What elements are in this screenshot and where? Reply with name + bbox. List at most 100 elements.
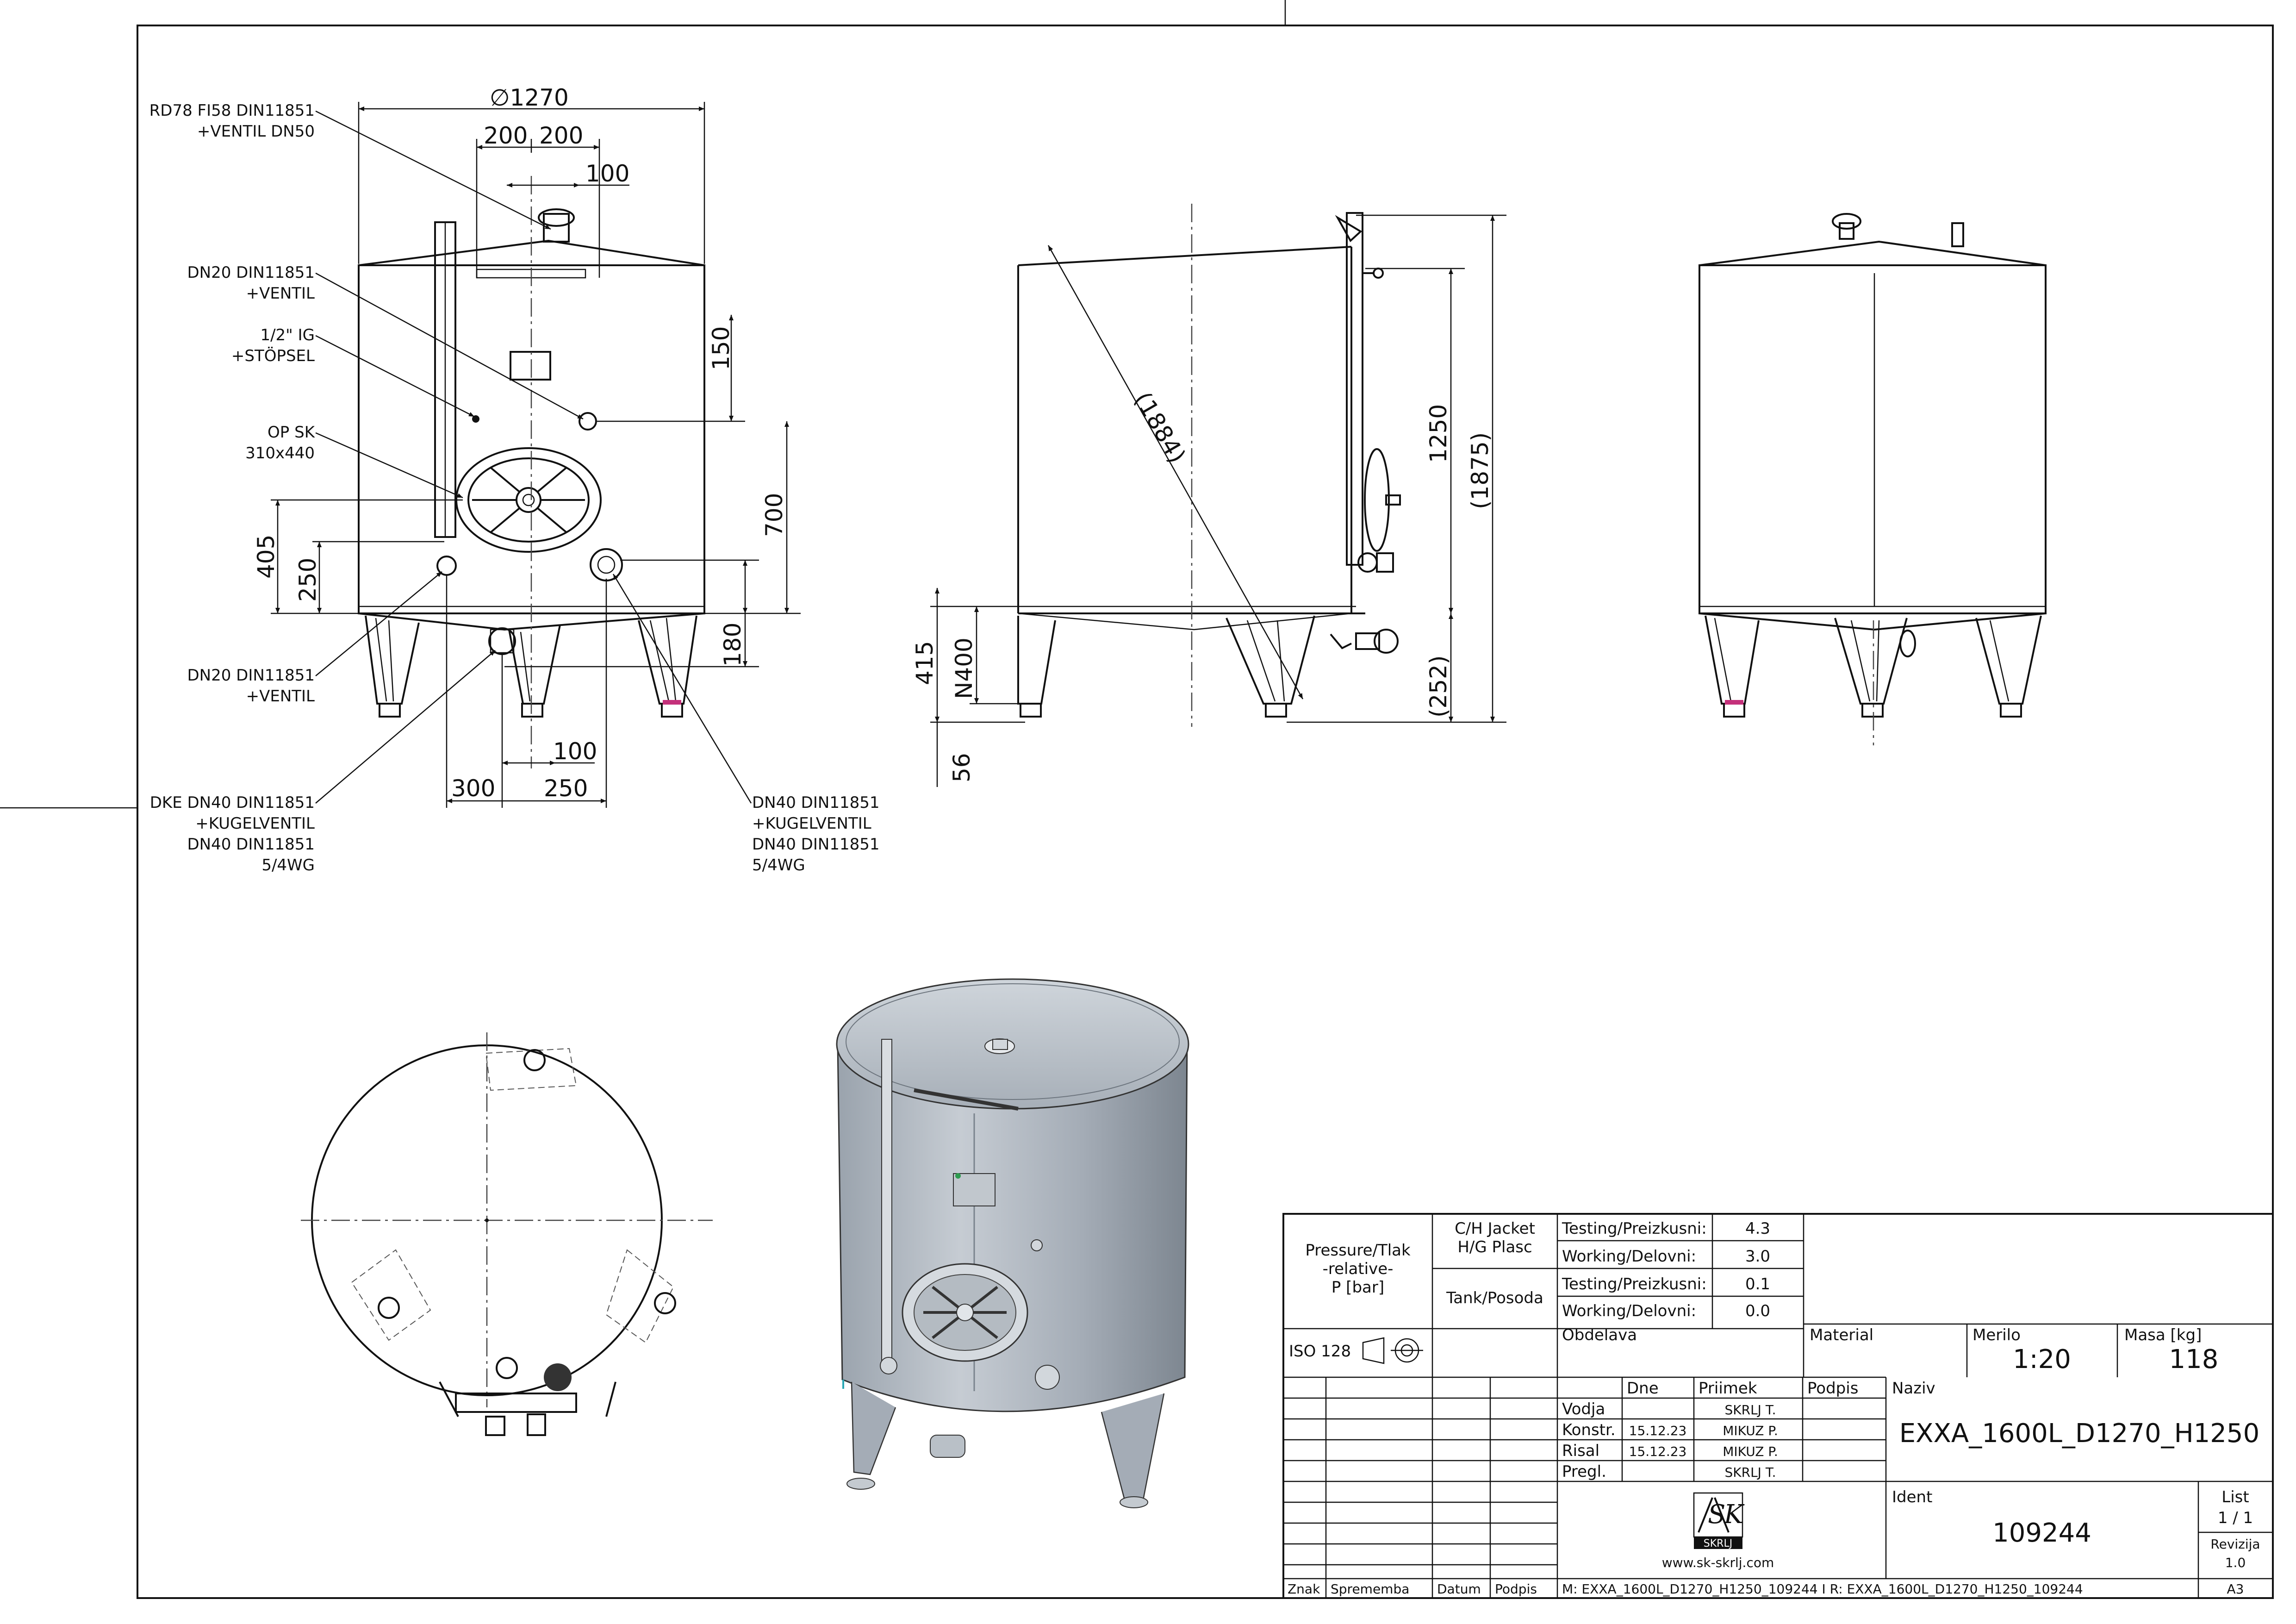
dim-diameter: ∅1270: [490, 84, 569, 111]
callout-dke-3: DN40 DIN11851: [187, 835, 315, 854]
dim-offset-left: 200: [484, 122, 528, 149]
model-reference: M: EXXA_1600L_D1270_H1250_109244 I R: EX…: [1562, 1581, 2083, 1597]
side-view: (1884) 1250 (1875) (252) 415 N400 56: [911, 204, 1506, 787]
dim-150: 150: [708, 326, 734, 370]
naziv-label: Naziv: [1892, 1379, 1935, 1398]
front-view: [358, 176, 705, 768]
obdelava-label: Obdelava: [1562, 1326, 1637, 1344]
title-block: Pressure/Tlak -relative- P [bar] C/H Jac…: [1282, 1213, 2274, 1599]
dim-offset-right: 200: [539, 122, 583, 149]
vodja-name: SKRLJ T.: [1724, 1402, 1776, 1418]
revizija-value: 1.0: [2225, 1555, 2246, 1570]
callout-ig-1: 1/2" IG: [260, 326, 315, 344]
list-value: 1 / 1: [2218, 1509, 2253, 1527]
pregl-label: Pregl.: [1562, 1462, 1606, 1481]
website: www.sk-skrlj.com: [1662, 1555, 1774, 1570]
callouts: RD78 FI58 DIN11851 +VENTIL DN50 DN20 DIN…: [149, 101, 880, 874]
callout-dn40-3: DN40 DIN11851: [752, 835, 880, 854]
naziv-value: EXXA_1600L_D1270_H1250: [1899, 1418, 2259, 1449]
masa-value: 118: [2169, 1344, 2219, 1374]
callout-dke-1: DKE DN40 DIN11851: [150, 793, 315, 812]
callout-manway-1: OP SK: [268, 423, 316, 442]
pressure-label-1: Pressure/Tlak: [1305, 1241, 1411, 1260]
svg-text:S: S: [1708, 1499, 1725, 1530]
callout-top-valve-1: RD78 FI58 DIN11851: [149, 101, 315, 120]
callout-dke-2: +KUGELVENTIL: [195, 814, 315, 833]
tank-label: Tank/Posoda: [1446, 1289, 1543, 1307]
ident-label: Ident: [1892, 1488, 1932, 1506]
rear-view: [1699, 213, 2047, 745]
callout-dke-4: 5/4WG: [261, 856, 315, 874]
top-view: [301, 1032, 713, 1436]
sprememba-label: Sprememba: [1331, 1581, 1409, 1597]
iso-view: [836, 978, 1189, 1508]
merilo-label: Merilo: [1972, 1326, 2021, 1344]
material-label: Material: [1810, 1326, 1873, 1344]
konstr-name: MIKUZ P.: [1723, 1423, 1778, 1438]
podpis-label: Podpis: [1495, 1581, 1537, 1597]
row-value-1: 4.3: [1745, 1219, 1770, 1238]
datum-label: Datum: [1437, 1581, 1481, 1597]
callout-ig-2: +STÖPSEL: [231, 346, 315, 365]
masa-label: Masa [kg]: [2124, 1326, 2202, 1344]
konstr-date: 15.12.23: [1629, 1423, 1687, 1438]
dim-1875: (1875): [1467, 432, 1493, 509]
konstr-label: Konstr.: [1562, 1421, 1616, 1439]
callout-dn20-bottom-1: DN20 DIN11851: [187, 666, 315, 685]
dim-100-bottom: 100: [553, 738, 597, 765]
pressure-label-3: P [bar]: [1332, 1278, 1384, 1297]
dim-100-top: 100: [585, 160, 629, 187]
col-priimek: Priimek: [1699, 1379, 1757, 1398]
dim-1250: 1250: [1425, 404, 1452, 463]
risal-date: 15.12.23: [1629, 1444, 1687, 1459]
list-label: List: [2221, 1488, 2249, 1506]
row-label-1: Testing/Preizkusni:: [1562, 1219, 1707, 1238]
dim-180: 180: [719, 623, 746, 667]
risal-label: Risal: [1562, 1442, 1599, 1460]
revizija-label: Revizija: [2210, 1537, 2260, 1552]
callout-dn20-bottom-2: +VENTIL: [246, 687, 315, 706]
merilo-value: 1:20: [2013, 1344, 2071, 1374]
row-value-3: 0.1: [1745, 1275, 1770, 1293]
callout-manway-2: 310x440: [245, 444, 315, 462]
jacket-label-1: C/H Jacket: [1455, 1219, 1535, 1238]
callout-dn20-top-2: +VENTIL: [246, 284, 315, 303]
col-podpis: Podpis: [1807, 1379, 1858, 1398]
dim-n400: N400: [951, 637, 977, 699]
row-value-4: 0.0: [1745, 1302, 1770, 1320]
callout-dn40-1: DN40 DIN11851: [752, 793, 880, 812]
pressure-label-2: -relative-: [1323, 1260, 1394, 1278]
callout-dn20-top-1: DN20 DIN11851: [187, 263, 315, 282]
row-label-4: Working/Delovni:: [1562, 1302, 1696, 1320]
row-label-2: Working/Delovni:: [1562, 1247, 1696, 1266]
dim-700: 700: [761, 493, 788, 537]
svg-text:K: K: [1724, 1499, 1745, 1530]
dim-250-left: 250: [294, 558, 321, 602]
row-label-3: Testing/Preizkusni:: [1562, 1275, 1707, 1293]
company-logo-icon: S K SKRLJ: [1693, 1492, 1745, 1549]
dim-252: (252): [1425, 656, 1452, 718]
sheet-frame: [0, 0, 2274, 1599]
dim-415: 415: [911, 641, 938, 685]
dim-405: 405: [253, 535, 280, 579]
dim-300: 300: [451, 775, 495, 802]
vodja-label: Vodja: [1562, 1400, 1605, 1418]
sheet-format: A3: [2227, 1581, 2244, 1597]
jacket-label-2: H/G Plasc: [1457, 1238, 1532, 1256]
projection-symbol-icon: [1362, 1337, 1423, 1364]
iso-label: ISO 128: [1289, 1342, 1351, 1361]
dim-56: 56: [948, 753, 975, 782]
dim-diagonal: (1884): [1129, 387, 1191, 468]
row-value-2: 3.0: [1745, 1247, 1770, 1266]
callout-top-valve-2: +VENTIL DN50: [197, 122, 315, 141]
col-dne: Dne: [1627, 1379, 1659, 1398]
front-view-dimensions: ∅1270 200 200 100 150 700 180 405 250 10…: [253, 84, 801, 808]
risal-name: MIKUZ P.: [1723, 1444, 1778, 1459]
callout-dn40-4: 5/4WG: [752, 856, 805, 874]
callout-dn40-2: +KUGELVENTIL: [752, 814, 871, 833]
dim-250-bottom: 250: [544, 775, 588, 802]
znak-label: Znak: [1288, 1581, 1320, 1597]
svg-text:SKRLJ: SKRLJ: [1704, 1538, 1732, 1549]
ident-value: 109244: [1992, 1518, 2091, 1548]
